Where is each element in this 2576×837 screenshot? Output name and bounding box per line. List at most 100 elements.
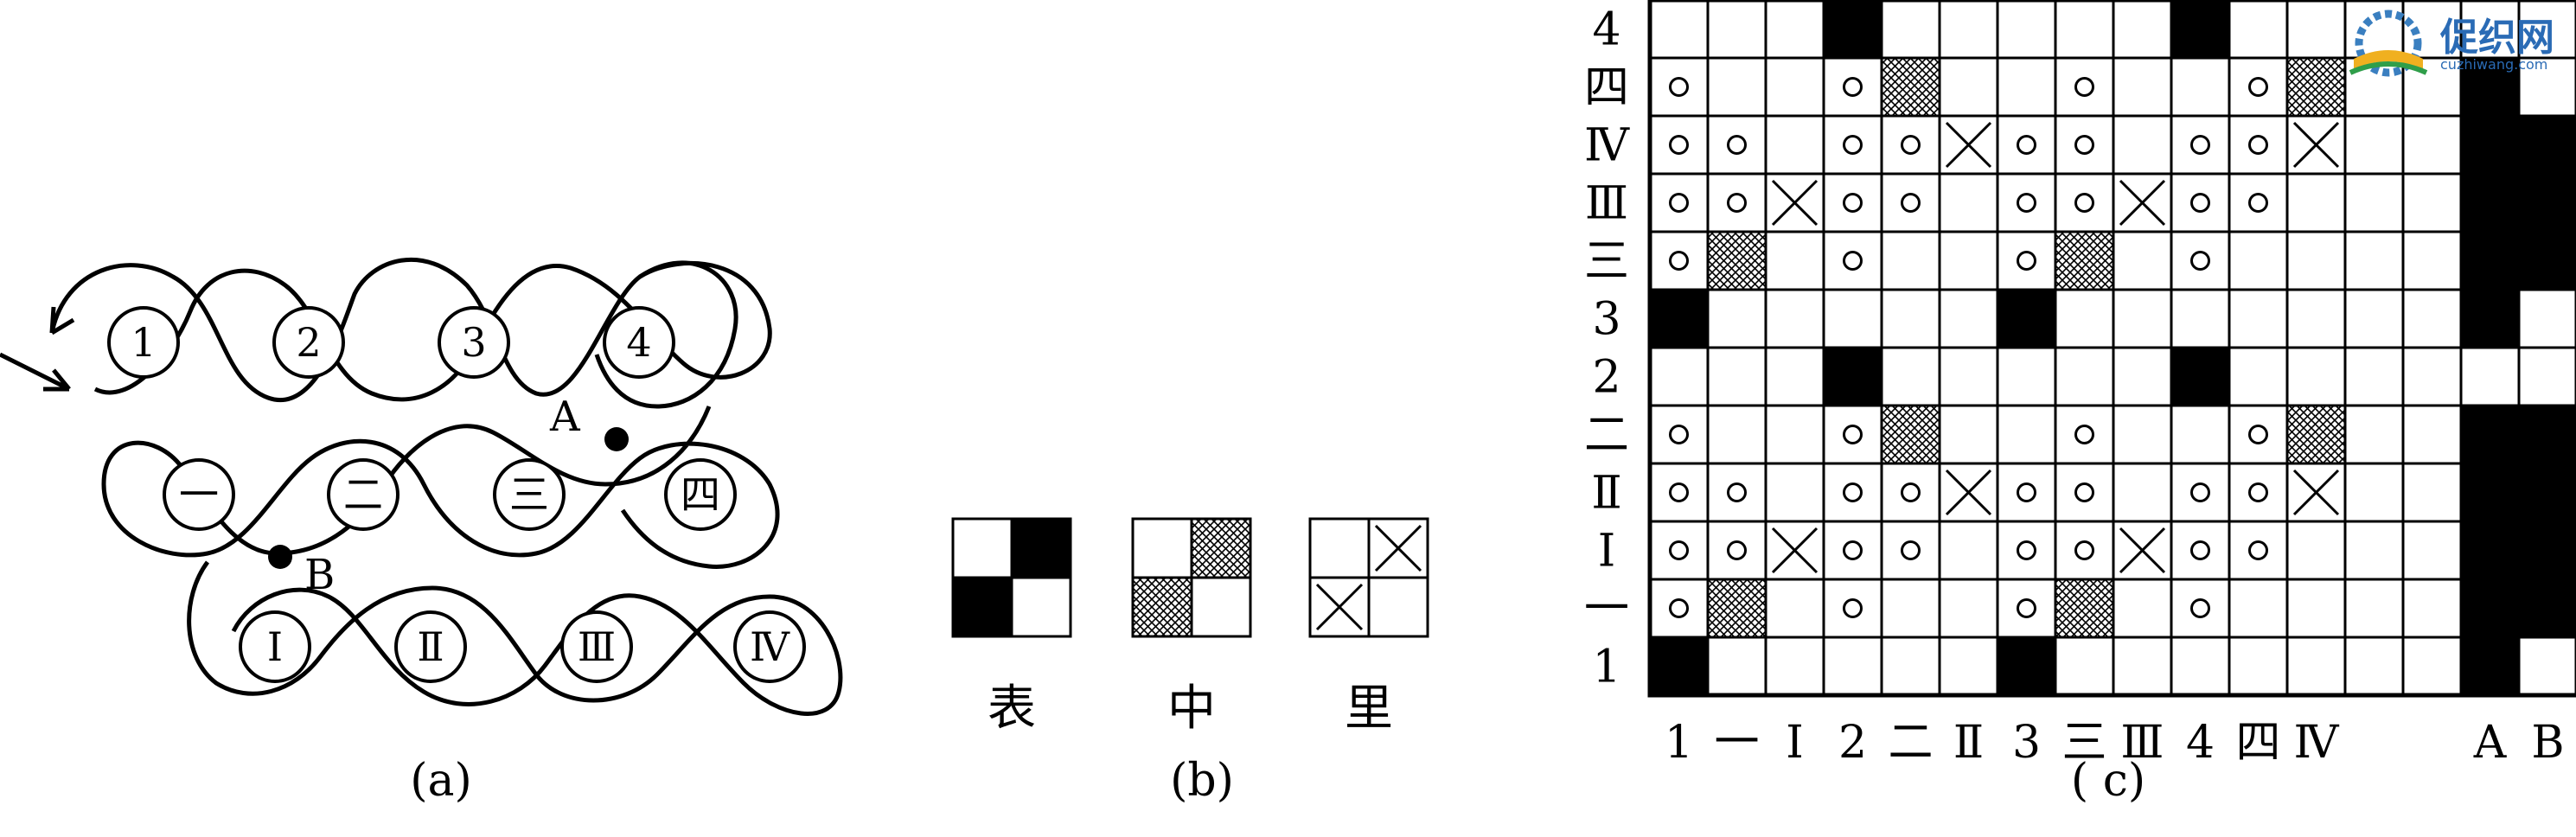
grid-cell xyxy=(1822,578,1883,639)
row-label: 1 xyxy=(1592,642,1620,693)
grid-cell xyxy=(2401,578,2463,639)
row-label: Ⅰ xyxy=(1598,526,1616,578)
grid-cell xyxy=(2285,636,2347,697)
column-label: 一 xyxy=(1714,717,1759,769)
grid-cell xyxy=(1764,346,1825,407)
row-label: Ⅱ xyxy=(1591,468,1621,520)
circle-mark-icon xyxy=(2248,425,2268,444)
circle-mark-icon xyxy=(1901,540,1921,560)
grid-cell xyxy=(2285,520,2347,581)
row-label: 4 xyxy=(1592,4,1620,56)
yarn-circle-label: Ⅰ xyxy=(267,623,283,670)
circle-mark-icon xyxy=(1727,540,1747,560)
panel-b-legend: 表中里 xyxy=(951,517,1429,737)
grid-cell xyxy=(1996,230,2057,291)
grid-cell xyxy=(2112,114,2173,176)
grid-cell xyxy=(1880,520,1941,581)
grid-cell xyxy=(2285,578,2347,639)
grid-cell xyxy=(1764,0,1825,60)
circle-mark-icon xyxy=(2074,425,2094,444)
grid-cell xyxy=(2517,172,2576,233)
grid-cell xyxy=(1764,56,1825,118)
grid-cell xyxy=(1996,114,2057,176)
yarn-circle-label: 一 xyxy=(179,471,219,518)
grid-cell xyxy=(2343,114,2405,176)
row-label: 一 xyxy=(1584,584,1629,636)
circle-mark-icon xyxy=(1843,598,1863,618)
row-label: Ⅳ xyxy=(1584,120,1630,172)
column-label: B xyxy=(2531,717,2564,769)
legend-cell-white xyxy=(951,517,1013,579)
grid-cell xyxy=(1938,520,1999,581)
row-label: Ⅲ xyxy=(1585,178,1628,230)
grid-cell xyxy=(2054,114,2115,176)
circle-mark-icon xyxy=(2248,193,2268,213)
grid-cell xyxy=(1880,56,1941,118)
grid-cell xyxy=(2401,462,2463,523)
yarn-circle-label: Ⅳ xyxy=(750,623,790,670)
panel-a-caption: (a) xyxy=(410,755,472,807)
circle-mark-icon xyxy=(2017,598,2036,618)
grid-cell xyxy=(2170,172,2231,233)
legend-cell-black xyxy=(1010,517,1072,579)
circle-mark-icon xyxy=(2017,251,2036,271)
column-label: 2 xyxy=(1838,717,1867,769)
circle-mark-icon xyxy=(2190,251,2210,271)
circle-mark-icon xyxy=(2248,482,2268,502)
cross-mark-icon xyxy=(2292,469,2340,516)
grid-cell xyxy=(2228,462,2289,523)
grid-cell xyxy=(1880,578,1941,639)
yarn-circle-label: 1 xyxy=(131,319,156,366)
grid-cell xyxy=(2401,520,2463,581)
grid-cell xyxy=(1996,520,2057,581)
circle-mark-icon xyxy=(1669,77,1689,97)
circle-mark-icon xyxy=(2074,482,2094,502)
watermark-logo: 促织网 cuzhiwang.com xyxy=(2349,10,2554,77)
grid-cell xyxy=(1706,56,1767,118)
row-label: 四 xyxy=(1584,62,1629,114)
grid-cell xyxy=(1996,346,2057,407)
grid-cell xyxy=(1822,56,1883,118)
column-label: Ⅱ xyxy=(1953,717,1984,769)
circle-mark-icon xyxy=(2248,77,2268,97)
cross-mark-icon xyxy=(1945,121,1992,169)
circle-mark-icon xyxy=(2190,193,2210,213)
grid-cell xyxy=(1706,520,1767,581)
circle-mark-icon xyxy=(1669,598,1689,618)
grid-cell xyxy=(1822,404,1883,465)
grid-cell xyxy=(2401,114,2463,176)
yarn-circle-row3-4 xyxy=(733,610,806,683)
column-label: Ⅰ xyxy=(1786,717,1804,769)
cross-mark-icon xyxy=(1771,527,1819,574)
grid-cell xyxy=(2228,288,2289,349)
grid-cell xyxy=(1648,578,1710,639)
column-label: 四 xyxy=(2235,717,2280,769)
column-label: Ⅳ xyxy=(2294,717,2340,769)
grid-cell xyxy=(1822,636,1883,697)
grid-cell xyxy=(1880,114,1941,176)
grid-cell xyxy=(1706,172,1767,233)
grid-cell xyxy=(2228,404,2289,465)
legend-cell-hatch xyxy=(1131,576,1193,638)
legend-cell-white xyxy=(1190,576,1252,638)
grid-cell xyxy=(2228,172,2289,233)
grid-cell xyxy=(1822,230,1883,291)
grid-cell xyxy=(2170,230,2231,291)
grid-cell xyxy=(2343,578,2405,639)
yarn-arrow-entry xyxy=(0,352,71,392)
watermark-wave-icon xyxy=(2349,61,2428,75)
yarn-circle-label: 三 xyxy=(509,471,549,518)
grid-cell xyxy=(2285,230,2347,291)
grid-cell xyxy=(1648,520,1710,581)
grid-cell xyxy=(1648,56,1710,118)
grid-cell xyxy=(1648,114,1710,176)
legend-cell-white xyxy=(1010,576,1072,638)
circle-mark-icon xyxy=(2190,540,2210,560)
grid-border xyxy=(1647,0,2576,698)
point-b-label: B xyxy=(304,551,335,599)
grid-cell xyxy=(2459,462,2521,523)
legend-cell-white xyxy=(1367,576,1429,638)
grid-cell xyxy=(2112,230,2173,291)
